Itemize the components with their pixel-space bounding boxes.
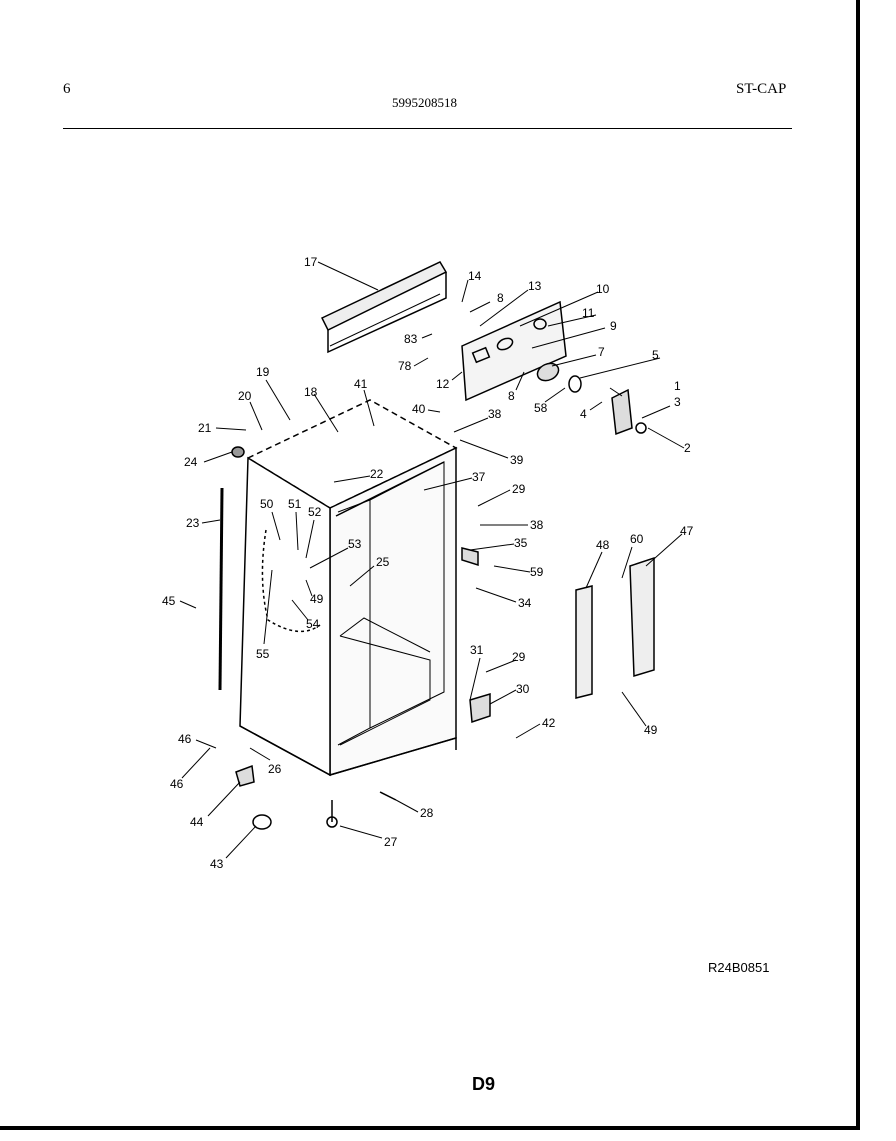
callout-11: 11 — [582, 306, 595, 320]
page-number: 6 — [63, 81, 71, 97]
callout-47: 47 — [680, 524, 694, 538]
callout-46-b: 46 — [170, 777, 184, 791]
cabinet-part — [239, 399, 458, 777]
callout-54: 54 — [306, 617, 320, 631]
callout-5: 5 — [652, 348, 659, 362]
callout-17: 17 — [304, 255, 318, 269]
callout-39: 39 — [510, 453, 524, 467]
callout-49: 49 — [310, 592, 324, 606]
callout-34: 34 — [518, 596, 532, 610]
callout-52: 52 — [308, 505, 322, 519]
callout-8: 8 — [497, 291, 504, 305]
callout-25: 25 — [376, 555, 390, 569]
callout-46: 46 — [178, 732, 192, 746]
callout-27: 27 — [384, 835, 398, 849]
callout-13: 13 — [528, 279, 542, 293]
callout-59: 59 — [530, 565, 544, 579]
part-number: 5995208518 — [392, 95, 457, 110]
callout-28: 28 — [420, 806, 434, 820]
callout-43: 43 — [210, 857, 224, 871]
header-rule — [63, 128, 792, 129]
callout-23: 23 — [186, 516, 200, 530]
callout-1: 1 — [674, 379, 681, 393]
control-panel-part — [461, 300, 567, 402]
top-trim-part — [320, 261, 448, 354]
callout-22: 22 — [370, 467, 384, 481]
page-id: D9 — [472, 1074, 496, 1094]
callout-35: 35 — [514, 536, 528, 550]
callout-24: 24 — [184, 455, 198, 469]
callout-21: 21 — [198, 421, 212, 435]
callout-8-b: 8 — [508, 389, 515, 403]
callout-3: 3 — [674, 395, 681, 409]
callout-26: 26 — [268, 762, 282, 776]
callout-19: 19 — [256, 365, 270, 379]
callout-37: 37 — [472, 470, 486, 484]
model-code: ST-CAP — [736, 81, 787, 97]
callout-55: 55 — [256, 647, 270, 661]
callout-20: 20 — [238, 389, 252, 403]
callout-48: 48 — [596, 538, 610, 552]
callout-38: 38 — [488, 407, 502, 421]
switch-part — [611, 388, 647, 436]
callout-78: 78 — [398, 359, 412, 373]
shelf-rail-part — [575, 556, 655, 699]
callout-29-b: 29 — [512, 650, 526, 664]
callout-83: 83 — [404, 332, 418, 346]
callout-53: 53 — [348, 537, 362, 551]
callout-40: 40 — [412, 402, 426, 416]
callout-51: 51 — [288, 497, 302, 511]
callout-58: 58 — [534, 401, 548, 415]
callout-9: 9 — [610, 319, 617, 333]
callout-50: 50 — [260, 497, 274, 511]
callout-4: 4 — [580, 407, 587, 421]
callout-30: 30 — [516, 682, 530, 696]
callout-29: 29 — [512, 482, 526, 496]
callout-38-b: 38 — [530, 518, 544, 532]
callout-10: 10 — [596, 282, 610, 296]
callout-45: 45 — [162, 594, 176, 608]
callout-2: 2 — [684, 441, 691, 455]
callout-60: 60 — [630, 532, 644, 546]
callout-41: 41 — [354, 377, 368, 391]
callout-12: 12 — [436, 377, 450, 391]
callout-44: 44 — [190, 815, 204, 829]
callout-31: 31 — [470, 643, 484, 657]
callout-7: 7 — [598, 345, 605, 359]
callout-14: 14 — [468, 269, 482, 283]
drawing-reference: R24B0851 — [708, 960, 770, 975]
page-frame — [0, 0, 860, 1130]
drain-tube-part — [218, 487, 224, 691]
callout-42: 42 — [542, 716, 556, 730]
callout-49-b: 49 — [644, 723, 658, 737]
callout-18: 18 — [304, 385, 318, 399]
thermostat-knob-part — [536, 362, 582, 393]
